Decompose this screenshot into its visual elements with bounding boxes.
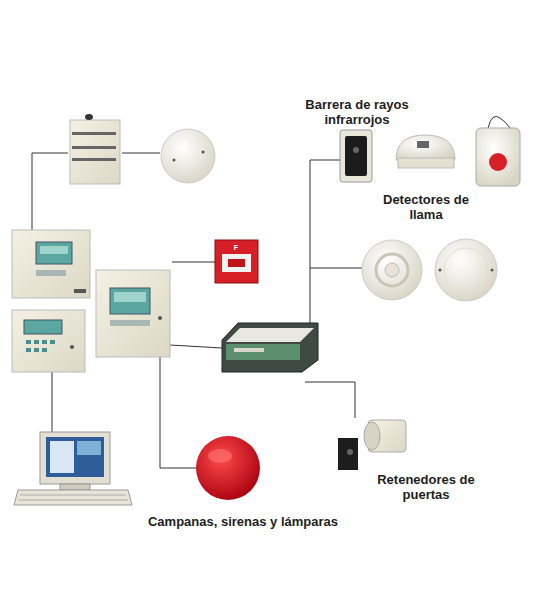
flame-detector	[396, 135, 455, 168]
device-label: Retenedores de puertas	[376, 472, 476, 502]
computer	[14, 432, 132, 505]
device-label: Barrera de rayos infrarrojos	[297, 97, 417, 127]
smoke-detector	[161, 129, 215, 183]
door-retainer	[338, 420, 406, 470]
main-control-panel	[96, 270, 170, 357]
optical-detector	[435, 239, 497, 301]
siren	[196, 436, 260, 500]
device-label: Detectores de llama	[381, 192, 471, 222]
rack-panel	[70, 114, 120, 184]
device-mark: F	[234, 244, 238, 252]
heat-detector	[362, 240, 422, 300]
control-module	[222, 323, 318, 372]
repeater-panel	[12, 310, 85, 372]
control-panel	[12, 230, 90, 298]
alarm-button	[476, 116, 520, 186]
manual-call-point	[215, 240, 258, 283]
device-label: Campanas, sirenas y lámparas	[148, 514, 338, 529]
infrared-barrier	[340, 130, 372, 182]
